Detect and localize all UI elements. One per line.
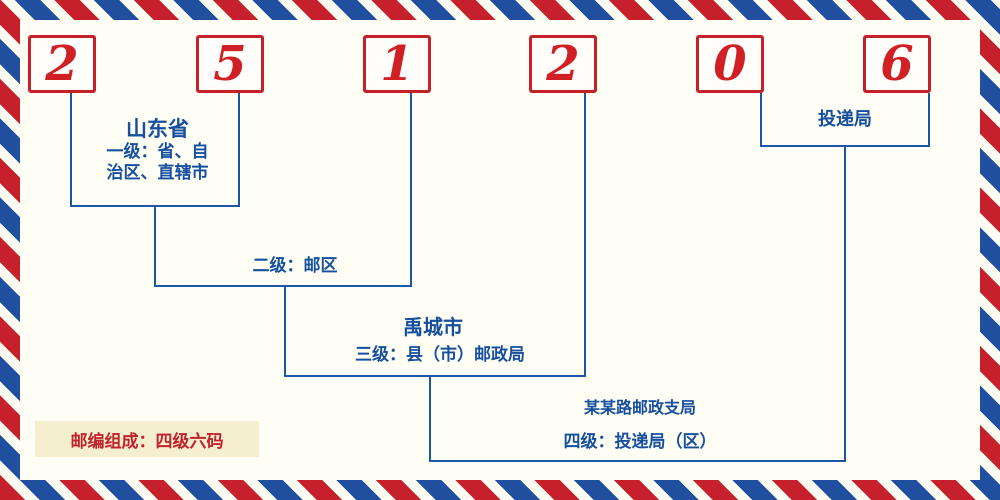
connector-level2-horiz [154, 285, 412, 287]
digit-2: 5 [213, 36, 247, 92]
connector-delivery-right [928, 93, 930, 145]
connector-level3-drop [284, 285, 286, 375]
digit-box-2: 5 [196, 35, 264, 93]
digit-4: 2 [546, 36, 580, 92]
level4-branch-name: 某某路邮政支局 [583, 398, 696, 417]
connector-level2-drop [154, 205, 156, 285]
level2-description: 二级：邮区 [252, 256, 338, 276]
digit-box-5: 0 [696, 35, 764, 93]
connector-level1-left [70, 93, 72, 205]
digit-3: 1 [380, 36, 414, 92]
digit-1: 2 [45, 36, 79, 92]
digit-5: 0 [713, 36, 747, 92]
level4-description: 四级：投递局（区） [563, 432, 717, 452]
digit-box-4: 2 [529, 35, 597, 93]
digit-box-3: 1 [363, 35, 431, 93]
level1-description: 一级：省、自 治区、直辖市 [75, 142, 240, 184]
digit-box-1: 2 [28, 35, 96, 93]
level3-description: 三级：县（市）邮政局 [355, 345, 525, 365]
connector-level2-up [410, 93, 412, 285]
connector-delivery-left [760, 93, 762, 145]
connector-level1-right [238, 93, 240, 205]
level1-desc-line1: 一级：省、自 [106, 142, 209, 162]
connector-level4-drop [429, 375, 431, 460]
delivery-office-label: 投递局 [818, 109, 872, 130]
envelope-background [20, 20, 980, 480]
level1-desc-line2: 治区、直辖市 [106, 163, 209, 183]
level1-region-name: 山东省 [126, 117, 189, 141]
connector-level4-up [844, 145, 846, 460]
digit-6: 6 [880, 36, 914, 92]
connector-level3-horiz [284, 375, 586, 377]
level3-city-name: 禹城市 [403, 315, 463, 339]
connector-level4-horiz [429, 460, 846, 462]
postal-code-composition-note: 邮编组成：四级六码 [35, 421, 259, 457]
digit-box-6: 6 [863, 35, 931, 93]
connector-level3-up [584, 93, 586, 375]
